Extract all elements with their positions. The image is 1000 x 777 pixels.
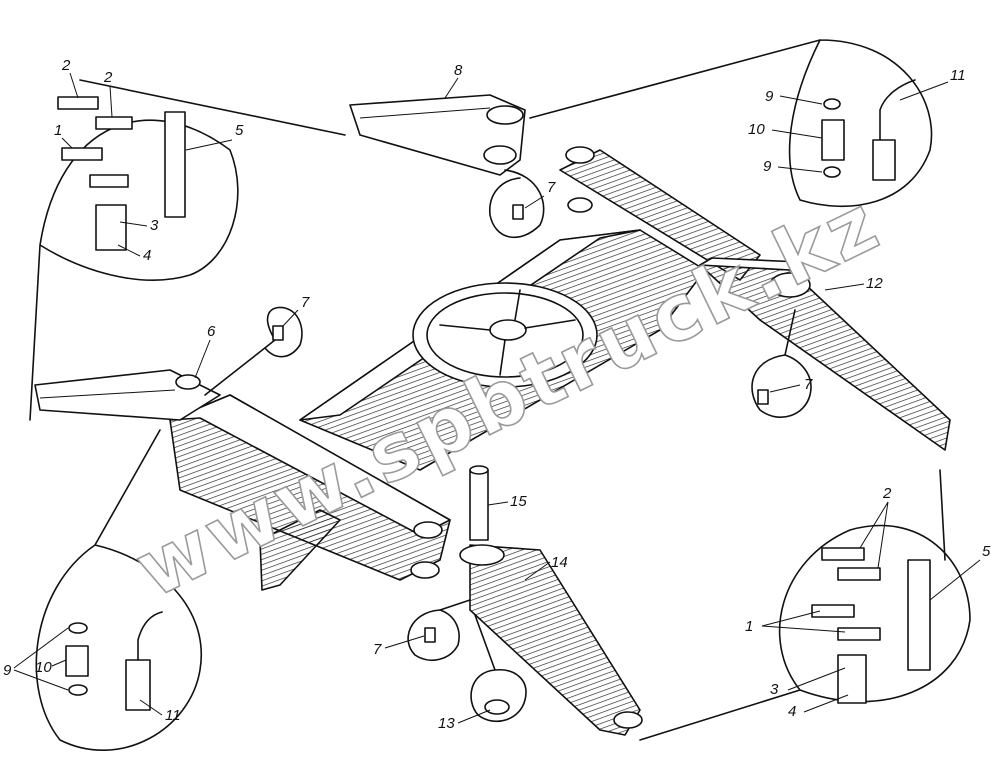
- callout-3: 3: [770, 681, 779, 698]
- detail-bubble-top-right: [529, 39, 933, 208]
- front-bumper: [259, 509, 341, 591]
- fitting-bubble-upper: [489, 169, 545, 239]
- callout-9: 9: [765, 88, 774, 105]
- upper-arm-8: [349, 94, 526, 176]
- callout-5: 5: [982, 543, 991, 560]
- callout-1: 1: [54, 122, 62, 139]
- fitting-bubble-lower: [407, 599, 471, 661]
- main-frame: [34, 146, 951, 736]
- callout-8: 8: [454, 62, 463, 79]
- left-outrigger: [34, 369, 221, 421]
- callout-2: 2: [61, 57, 71, 74]
- callout-10: 10: [748, 121, 765, 138]
- callout-12: 12: [866, 275, 883, 292]
- detail-bubble-top-left: [29, 79, 346, 421]
- callout-7: 7: [804, 376, 813, 393]
- callout-4: 4: [143, 247, 151, 264]
- callout-7: 7: [547, 179, 556, 196]
- callout-6: 6: [207, 323, 216, 340]
- callout-7: 7: [373, 641, 382, 658]
- callout-9: 9: [3, 662, 12, 679]
- callout-11: 11: [950, 67, 966, 84]
- leader-lines: [13, 72, 981, 724]
- callout-3: 3: [150, 217, 159, 234]
- callout-2: 2: [882, 485, 892, 502]
- callout-labels: 2 2 1 3 4 5 6 7 7 7 7 8 9 9 10 11 12 9 1…: [3, 57, 991, 732]
- callout-1: 1: [745, 618, 753, 635]
- callout-13: 13: [438, 715, 455, 732]
- detail-bubble-bottom-left: [35, 429, 203, 751]
- callout-7: 7: [301, 294, 310, 311]
- washer-bubble-13: [470, 614, 527, 723]
- pivot-pin-15: [469, 469, 489, 541]
- fitting-bubble-mid-left: [204, 306, 303, 396]
- callout-11: 11: [165, 707, 181, 724]
- fitting-bubble-right: [751, 309, 812, 419]
- callout-5: 5: [235, 122, 244, 139]
- callout-4: 4: [788, 703, 796, 720]
- detail-bubble-bottom-right: [639, 469, 971, 741]
- callout-10: 10: [35, 659, 52, 676]
- lower-arm-14: [469, 544, 641, 736]
- callout-14: 14: [551, 554, 568, 571]
- callout-15: 15: [510, 493, 527, 510]
- callout-9: 9: [763, 158, 772, 175]
- callout-2: 2: [103, 69, 113, 86]
